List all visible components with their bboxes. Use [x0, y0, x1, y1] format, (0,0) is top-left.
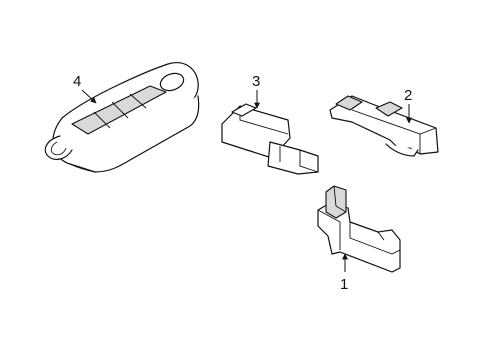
callout-4: 4	[73, 73, 97, 104]
bracket-part	[329, 95, 439, 157]
module-part	[221, 103, 319, 175]
callout-3-label: 3	[252, 73, 260, 90]
latch-part	[317, 185, 401, 273]
key-fob-part	[44, 62, 200, 173]
callout-1: 1	[340, 253, 348, 293]
callout-3: 3	[252, 73, 260, 109]
callout-2-label: 2	[404, 87, 412, 104]
callout-1-label: 1	[340, 276, 348, 293]
callout-4-label: 4	[73, 73, 81, 90]
callout-2: 2	[404, 87, 412, 124]
